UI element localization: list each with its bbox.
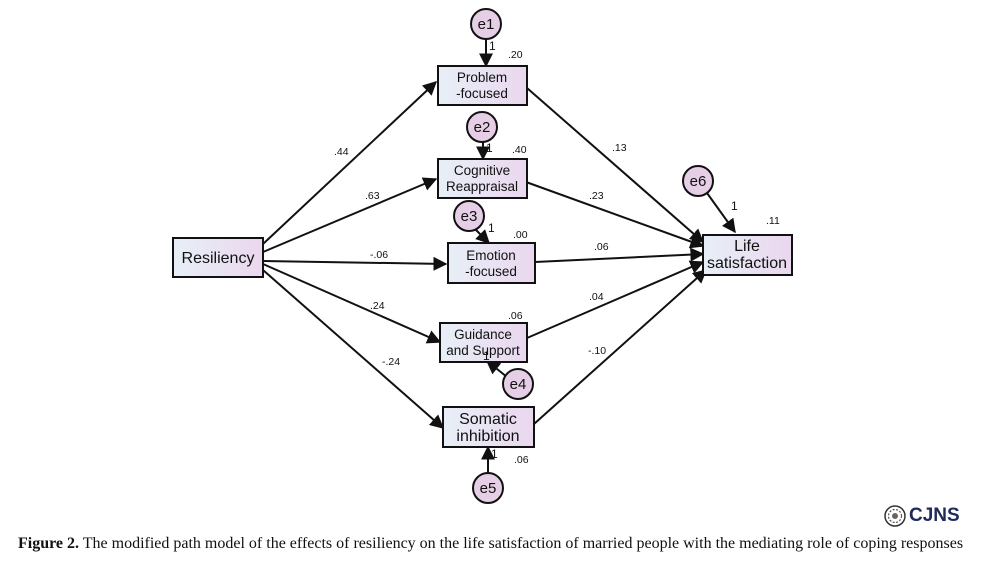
error-e2: e2 xyxy=(466,111,498,143)
edge-emotion-life xyxy=(534,247,705,263)
node-cognitive-label-2: Reappraisal xyxy=(446,179,518,194)
edge-problem-life xyxy=(526,87,705,243)
error-e1-label: e1 xyxy=(478,16,495,33)
cjns-emblem-icon xyxy=(884,505,906,527)
node-somatic-label-1: Somatic xyxy=(459,411,517,428)
node-emotion-label-2: -focused xyxy=(465,264,517,279)
coef-emotion-life: .06 xyxy=(594,241,609,253)
coef-resiliency-emotion: -.06 xyxy=(370,249,388,261)
node-life-satisfaction: Life satisfaction xyxy=(702,234,793,276)
rsq-emotion: .00 xyxy=(513,229,528,241)
figure-caption: Figure 2. The modified path model of the… xyxy=(18,533,978,554)
edge-e6-life xyxy=(706,192,736,234)
coef-resiliency-somatic: -.24 xyxy=(382,356,400,368)
edge-somatic-life xyxy=(533,269,708,425)
error-e5-label: e5 xyxy=(480,480,497,497)
edge-cognitive-life xyxy=(525,181,705,249)
node-guidance-label-2: and Support xyxy=(446,343,520,358)
weight-e5: 1 xyxy=(491,447,498,461)
rsq-problem: .20 xyxy=(508,49,523,61)
edge-resiliency-problem xyxy=(262,81,438,245)
node-problem-label-1: Problem xyxy=(457,70,507,85)
error-e2-label: e2 xyxy=(474,119,491,136)
edge-resiliency-emotion xyxy=(262,256,448,271)
coef-resiliency-guidance: .24 xyxy=(370,300,385,312)
rsq-life: .11 xyxy=(766,215,780,227)
figure-caption-text: The modified path model of the effects o… xyxy=(79,535,964,552)
coef-resiliency-problem: .44 xyxy=(334,146,349,158)
weight-e2: 1 xyxy=(486,141,493,155)
weight-e1: 1 xyxy=(489,39,496,53)
edge-resiliency-cognitive xyxy=(262,177,438,253)
node-guidance-label-1: Guidance xyxy=(454,327,512,342)
error-e5: e5 xyxy=(472,472,504,504)
rsq-cognitive: .40 xyxy=(512,144,527,156)
weight-e4: 1 xyxy=(483,349,490,363)
coef-problem-life: .13 xyxy=(612,142,627,154)
rsq-guidance: .06 xyxy=(508,310,523,322)
node-life-label-2: satisfaction xyxy=(707,255,787,272)
edge-guidance-life xyxy=(526,260,705,339)
node-emotion-focused: Emotion -focused xyxy=(447,242,536,284)
rsq-somatic: .06 xyxy=(514,454,529,466)
weight-e6: 1 xyxy=(731,199,738,213)
edge-e4-guidance xyxy=(485,360,508,378)
coef-resiliency-cognitive: .63 xyxy=(365,190,380,202)
edge-resiliency-somatic xyxy=(262,269,445,429)
node-cognitive-reappraisal: Cognitive Reappraisal xyxy=(437,158,528,199)
node-somatic-label-2: inhibition xyxy=(456,428,519,445)
error-e6: e6 xyxy=(682,165,714,197)
error-e6-label: e6 xyxy=(690,173,707,190)
node-life-label-1: Life xyxy=(734,238,760,255)
error-e3-label: e3 xyxy=(461,208,478,225)
error-e3: e3 xyxy=(453,200,485,232)
node-cognitive-label-1: Cognitive xyxy=(454,163,510,178)
cjns-logo: CJNS xyxy=(884,505,960,527)
node-emotion-label-1: Emotion xyxy=(466,248,516,263)
node-guidance-support: Guidance and Support xyxy=(439,322,528,363)
cjns-logo-text: CJNS xyxy=(909,505,960,526)
node-resiliency: Resiliency xyxy=(172,237,264,278)
node-problem-label-2: -focused xyxy=(456,86,508,101)
error-e4-label: e4 xyxy=(510,376,527,393)
node-problem-focused: Problem -focused xyxy=(437,65,528,106)
node-somatic-inhibition: Somatic inhibition xyxy=(442,406,535,448)
edge-resiliency-guidance xyxy=(262,263,442,344)
coef-cognitive-life: .23 xyxy=(589,190,604,202)
edge-e3-emotion xyxy=(474,228,490,244)
figure-caption-label: Figure 2. xyxy=(18,535,80,552)
error-e4: e4 xyxy=(502,368,534,400)
coef-guidance-life: .04 xyxy=(589,291,604,303)
weight-e3: 1 xyxy=(488,221,495,235)
coef-somatic-life: -.10 xyxy=(588,345,606,357)
node-resiliency-label: Resiliency xyxy=(182,250,255,267)
error-e1: e1 xyxy=(470,8,502,40)
path-diagram: Resiliency Problem -focused Cognitive Re… xyxy=(172,8,793,504)
